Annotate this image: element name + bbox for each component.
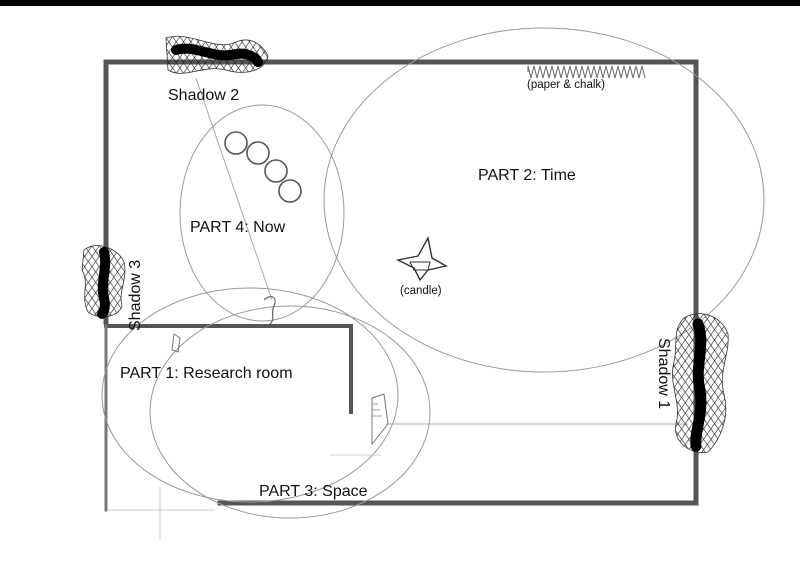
part3-space-zone (149, 305, 431, 519)
part1-research-zone (101, 287, 399, 503)
fan-marker-icon (371, 393, 389, 446)
research-room-walls (104, 324, 353, 512)
paper-chalk-label: (paper & chalk) (527, 79, 605, 91)
paper-chalk-icon (527, 65, 646, 79)
shadow2-shape (165, 35, 269, 74)
diagram-page: Shadow 2 (paper & chalk) PART 2: Time PA… (0, 6, 800, 567)
part4-label: PART 4: Now (190, 219, 286, 236)
part2-label: PART 2: Time (478, 167, 576, 184)
candle-icon (395, 235, 448, 282)
marker-shape (171, 333, 181, 353)
shadow3-label: Shadow 3 (127, 259, 144, 331)
part2-time-zone (323, 27, 765, 373)
part3-label: PART 3: Space (259, 483, 368, 500)
shadow3-shape (81, 245, 126, 319)
shadow2-label: Shadow 2 (168, 87, 240, 104)
floor-plan-drawing (81, 27, 765, 540)
four-circles-icon (224, 131, 302, 203)
figure-shape (263, 296, 276, 325)
shadow2-line (195, 77, 273, 301)
shadow1-shape (672, 313, 729, 454)
candle-label: (candle) (400, 285, 442, 297)
part1-label: PART 1: Research room (120, 365, 293, 382)
part4-now-zone (179, 104, 345, 322)
room-walls (103, 59, 699, 506)
shadow1-label: Shadow 1 (655, 338, 672, 410)
